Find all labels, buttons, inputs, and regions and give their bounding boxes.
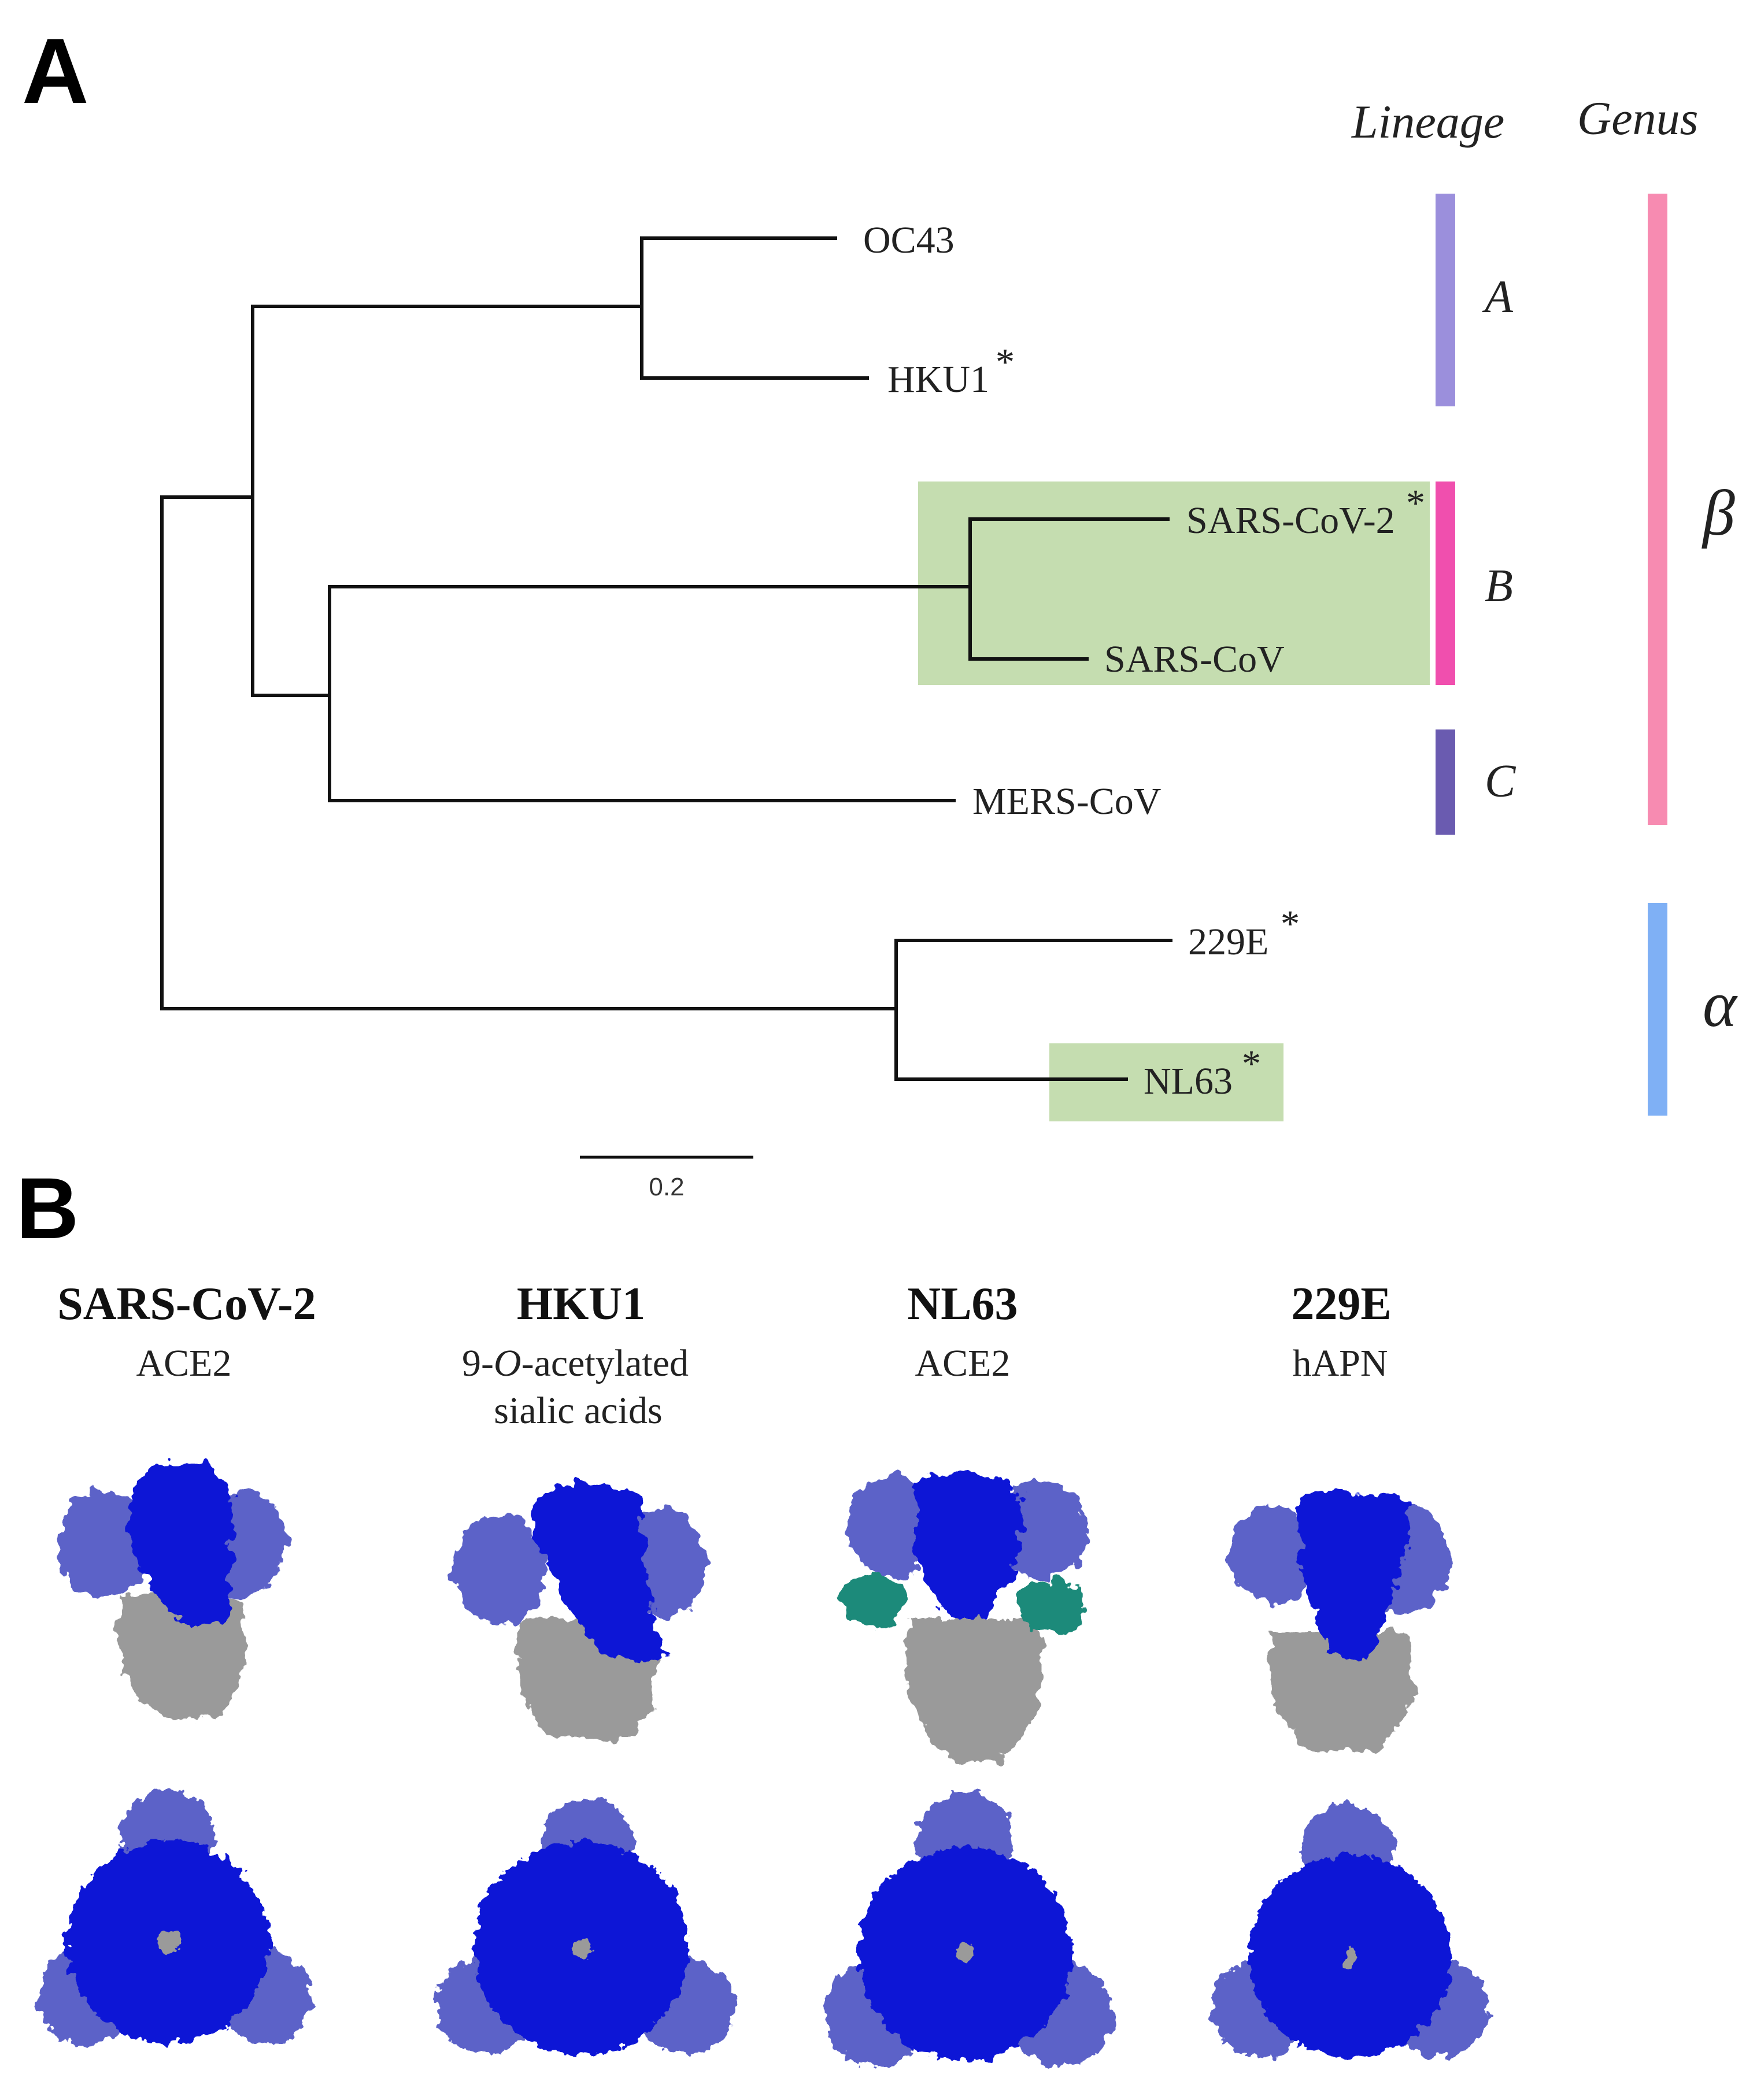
genus-bar-alpha [1648,903,1667,1116]
highlight-box-nl63 [1049,1043,1283,1121]
structure-side-nl63 [841,1474,1087,1763]
taxon-sars-cov: SARS-CoV [1104,638,1285,680]
lineage-header: Lineage [1351,95,1504,148]
taxon-hku1: HKU1 [887,358,989,401]
phylogenetic-tree [160,236,1172,1081]
structure-title-hku1: HKU1 [517,1279,645,1329]
lineage-bar-a [1436,194,1455,406]
asterisk-sars-cov-2: * [1406,482,1425,524]
genus-header: Genus [1577,92,1699,145]
receptor-hku1-line1: 9-O-acetylated [462,1342,689,1384]
asterisk-hku1: * [996,341,1015,383]
taxon-229e: 229E [1188,921,1268,963]
asterisk-229e: * [1281,903,1300,945]
structure-title-nl63: NL63 [907,1279,1018,1329]
structure-top-nl63 [824,1792,1113,2066]
receptor-sars-cov-2: ACE2 [136,1342,232,1384]
asterisk-nl63: * [1242,1043,1261,1085]
taxon-oc43: OC43 [863,219,955,261]
taxon-nl63: NL63 [1144,1060,1233,1102]
structure-side-sars-cov-2 [58,1462,286,1720]
structure-top-sars-cov-2 [38,1789,312,2046]
receptor-229e: hAPN [1292,1342,1388,1384]
lineage-bar-c [1436,729,1455,835]
genus-label-beta: β [1701,477,1735,549]
panel-b-letter: B [16,1160,79,1257]
receptor-nl63: ACE2 [915,1342,1011,1384]
genus-label-alpha: α [1703,969,1738,1040]
lineage-label-c: C [1485,756,1516,807]
highlight-box-lineage-b [918,482,1430,685]
receptor-hku1-line2: sialic acids [494,1390,662,1432]
scale-bar-label: 0.2 [649,1173,684,1201]
structure-side-hku1 [454,1483,705,1740]
structure-title-sars-cov-2: SARS-CoV-2 [57,1279,316,1329]
taxon-mers-cov: MERS-CoV [972,780,1161,823]
genus-bar-beta [1648,194,1667,825]
structure-top-229e [1211,1803,1489,2058]
structure-side-229e [1229,1490,1451,1751]
taxon-sars-cov-2: SARS-CoV-2 [1186,499,1395,542]
lineage-label-a: A [1482,272,1514,323]
panel-a-letter: A [22,19,89,123]
structure-top-hku1 [437,1798,734,2055]
structure-title-229e: 229E [1291,1279,1391,1329]
lineage-bar-b [1436,482,1455,685]
lineage-label-b: B [1485,561,1513,612]
